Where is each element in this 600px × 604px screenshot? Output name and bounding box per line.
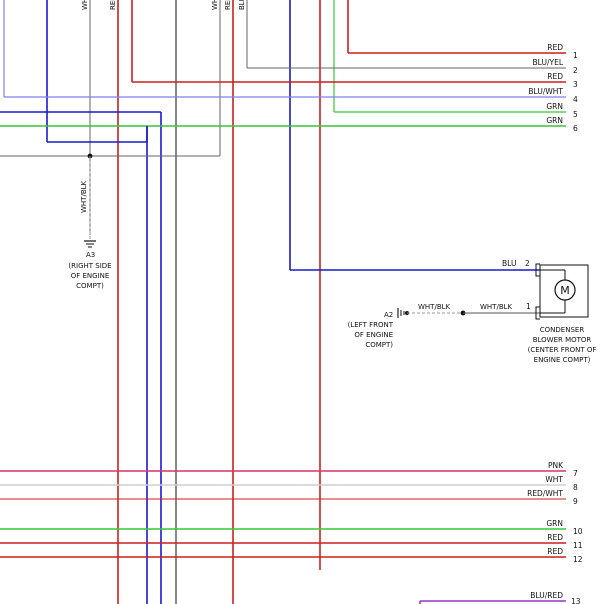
a2-wire-label-2: WHT/BLK: [480, 303, 513, 311]
motor-pin-2: 2: [525, 259, 530, 268]
row-pin-2: 2: [573, 66, 578, 75]
ground-a2-group: A2 WHT/BLK WHT/BLK (LEFT FRONT OF ENGINE…: [348, 303, 540, 349]
row-label-7: PNK: [548, 461, 564, 470]
row-label-12: RED: [547, 547, 563, 556]
a3-wire-label: WHT/BLK: [80, 180, 88, 213]
vertical-wires: [3, 0, 421, 604]
connector-icon: [535, 263, 540, 320]
row-label-8: WHT: [545, 475, 563, 484]
row-pin-3: 3: [573, 80, 578, 89]
row-label-9: RED/WHT: [527, 489, 563, 498]
row-label-4: BLU/WHT: [528, 87, 563, 96]
row-label-1: RED: [547, 43, 563, 52]
a2-location-3: COMPT): [365, 341, 393, 349]
ground-symbol-icon: [84, 240, 96, 248]
motor-name-1: CONDENSER: [540, 326, 585, 334]
top-label-1: WHT: [81, 0, 89, 10]
a3-location-1: (RIGHT SIDE: [68, 262, 111, 270]
row-label-5: GRN: [546, 102, 563, 111]
motor-symbol: M: [560, 284, 570, 297]
a3-location-2: OF ENGINE: [71, 272, 110, 280]
row-pin-5: 5: [573, 110, 578, 119]
row-label-11: RED: [547, 533, 563, 542]
row-pin-10: 10: [573, 527, 583, 536]
row-label-2: BLU/YEL: [533, 58, 564, 67]
ground-a3-group: WHT/BLK A3 (RIGHT SIDE OF ENGINE COMPT): [68, 153, 112, 290]
row-label-13: BLU/RED: [530, 591, 563, 600]
top-label-3: WHT: [211, 0, 219, 10]
motor-name-3: (CENTER FRONT OF: [528, 346, 597, 354]
horizontal-wires: [0, 0, 566, 602]
top-labels: WHT RED WHT RED BLU: [81, 0, 246, 10]
row-pin-12: 12: [573, 555, 583, 564]
motor-wire-blu: BLU: [502, 259, 516, 268]
row-pin-7: 7: [573, 469, 578, 478]
row-pin-11: 11: [573, 541, 583, 550]
motor-box: [539, 264, 589, 318]
a2-location-1: (LEFT FRONT: [348, 321, 394, 329]
a3-location-3: COMPT): [76, 282, 104, 290]
a2-wire-label-1: WHT/BLK: [418, 303, 451, 311]
row-label-6: GRN: [546, 116, 563, 125]
row-label-3: RED: [547, 72, 563, 81]
row-labels: RED 1 BLU/YEL 2 RED 3 BLU/WHT 4 GRN 5 GR…: [527, 43, 583, 604]
top-label-5: BLU: [238, 0, 246, 10]
row-pin-1: 1: [573, 51, 578, 60]
top-label-4: RED: [224, 0, 232, 10]
motor-pin-1: 1: [526, 302, 531, 311]
condenser-blower-motor: BLU 2 1 M CONDENSER BLOWER MOTOR (CENTER…: [502, 259, 596, 364]
ground-symbol-icon: [397, 308, 405, 318]
top-label-2: RED: [109, 0, 117, 10]
row-pin-8: 8: [573, 483, 578, 492]
row-pin-6: 6: [573, 124, 578, 133]
motor-name-2: BLOWER MOTOR: [533, 336, 592, 344]
a2-location-2: OF ENGINE: [354, 331, 393, 339]
row-pin-9: 9: [573, 497, 578, 506]
motor-name-4: ENGINE COMPT): [534, 356, 591, 364]
a2-id: A2: [384, 311, 393, 319]
a3-id: A3: [86, 251, 95, 259]
motor-icon: [554, 279, 576, 301]
row-label-10: GRN: [546, 519, 563, 528]
row-pin-4: 4: [573, 95, 578, 104]
row-pin-13: 13: [571, 597, 581, 604]
routing-wires: [0, 111, 540, 271]
